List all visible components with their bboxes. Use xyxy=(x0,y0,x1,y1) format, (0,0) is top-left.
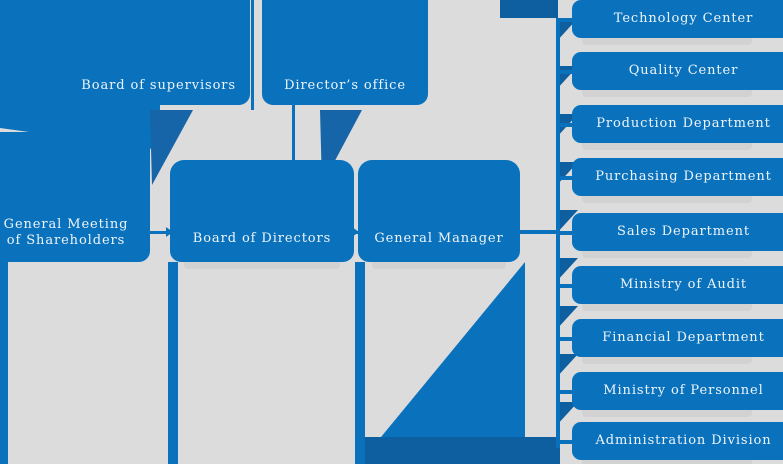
node-label-department-1: Technology Center xyxy=(613,10,754,26)
connector-director-drop xyxy=(292,105,295,163)
node-general-meeting-of-shareholders[interactable]: General Meeting of Shareholders xyxy=(0,132,150,262)
stub-dept-1 xyxy=(556,18,574,22)
stub-dept-6 xyxy=(556,284,574,288)
node-department-administration-division[interactable]: Administration Division xyxy=(572,422,783,464)
connector-gm-to-trunk xyxy=(518,230,560,234)
node-label-department-9: Administration Division xyxy=(595,432,772,448)
node-label-department-7: Financial Department xyxy=(602,329,765,345)
top-dark-band xyxy=(500,0,558,18)
node-label-department-4: Purchasing Department xyxy=(595,168,772,184)
connector-supervisors-drop xyxy=(251,0,254,110)
node-label-board-of-supervisors: Board of supervisors xyxy=(81,78,236,94)
node-department-purchasing-department[interactable]: Purchasing Department xyxy=(572,158,783,203)
column-bar-mid2 xyxy=(355,262,365,464)
node-department-ministry-of-personnel[interactable]: Ministry of Personnel xyxy=(572,372,783,417)
stub-dept-5 xyxy=(556,231,574,235)
node-label-department-2: Quality Center xyxy=(628,62,739,78)
column-bar-left xyxy=(0,262,8,464)
column-bar-mid1 xyxy=(168,262,178,464)
node-label-directors-office: Director’s office xyxy=(284,78,406,94)
node-department-quality-center[interactable]: Quality Center xyxy=(572,52,783,97)
node-label-department-6: Ministry of Audit xyxy=(619,276,748,292)
node-general-manager[interactable]: General Manager xyxy=(358,160,520,269)
node-label-department-8: Ministry of Personnel xyxy=(603,382,764,398)
arrow-gms-to-board xyxy=(166,227,173,237)
node-label-department-5: Sales Department xyxy=(617,223,750,239)
connector-gms-to-board xyxy=(148,231,174,234)
stub-dept-4 xyxy=(556,176,574,180)
node-department-financial-department[interactable]: Financial Department xyxy=(572,319,783,364)
node-board-of-supervisors[interactable]: Board of supervisors xyxy=(0,0,250,105)
node-label-board-of-directors: Board of Directors xyxy=(192,231,332,247)
node-label-general-meeting-of-shareholders: General Meeting of Shareholders xyxy=(3,216,129,249)
stub-dept-2 xyxy=(556,70,574,74)
stub-dept-9 xyxy=(556,440,574,444)
node-directors-office[interactable]: Director’s office xyxy=(262,0,428,105)
node-department-sales-department[interactable]: Sales Department xyxy=(572,213,783,258)
stub-dept-8 xyxy=(556,390,574,394)
node-board-of-directors[interactable]: Board of Directors xyxy=(170,160,354,269)
diagonal-wedge xyxy=(372,262,525,448)
node-department-production-department[interactable]: Production Department xyxy=(572,105,783,150)
node-label-department-3: Production Department xyxy=(596,115,771,131)
bottom-bar xyxy=(355,437,560,464)
node-department-technology-center[interactable]: Technology Center xyxy=(572,0,783,45)
node-department-ministry-of-audit[interactable]: Ministry of Audit xyxy=(572,266,783,311)
arrow-board-to-gm xyxy=(352,227,359,237)
stub-dept-7 xyxy=(556,337,574,341)
stub-dept-3 xyxy=(556,123,574,127)
connector-board-to-gm xyxy=(348,231,372,234)
node-label-general-manager: General Manager xyxy=(374,231,504,247)
